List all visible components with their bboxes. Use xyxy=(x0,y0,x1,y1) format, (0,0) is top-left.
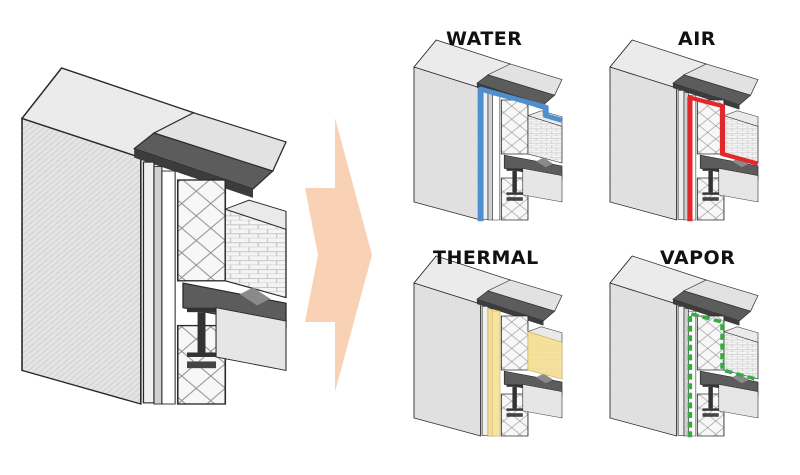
water-label: WATER xyxy=(446,28,523,50)
vapor-label: VAPOR xyxy=(660,247,736,269)
air-label: AIR xyxy=(678,28,716,50)
air-barrier-line xyxy=(687,95,759,222)
thermal-barrier-fill xyxy=(487,308,563,437)
water-wall-thumbnail xyxy=(413,39,564,222)
thermal-label: THERMAL xyxy=(433,247,539,269)
main-wall-assembly xyxy=(21,67,287,405)
right-arrow-icon xyxy=(305,118,372,392)
vapor-wall-thumbnail xyxy=(609,255,759,438)
air-wall-thumbnail xyxy=(609,39,759,222)
vapor-barrier-line xyxy=(687,311,759,438)
water-barrier-line xyxy=(477,86,564,222)
thermal-wall-thumbnail xyxy=(413,255,563,437)
